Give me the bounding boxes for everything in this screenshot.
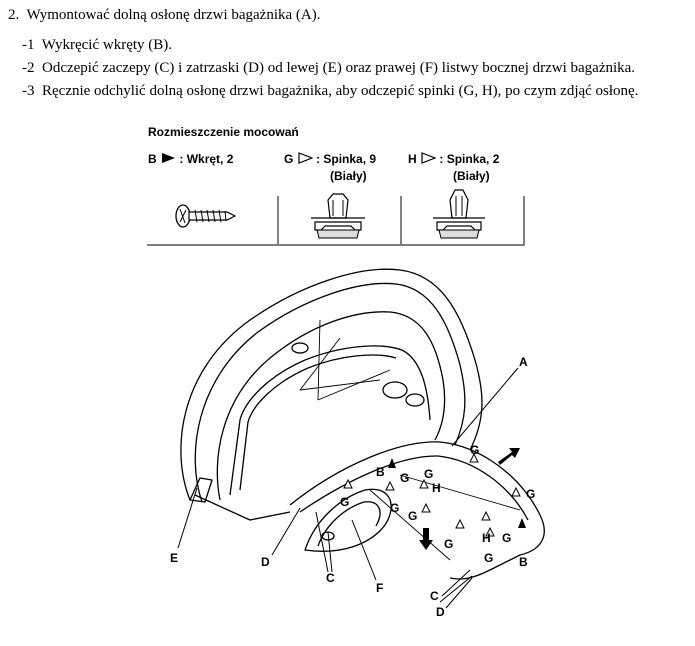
legend-item-b: B : Wkręt, 2 bbox=[148, 152, 233, 166]
callout-g: G bbox=[400, 471, 409, 485]
filled-triangle-icon bbox=[162, 153, 176, 163]
clip-g-icon bbox=[311, 193, 365, 239]
callout-d2: D bbox=[436, 605, 445, 619]
step-heading: 2. Wymontować dolną osłonę drzwi bagażni… bbox=[8, 7, 321, 24]
legend-item-g: G : Spinka, 9 bbox=[284, 152, 376, 166]
legend-desc: : Wkręt, 2 bbox=[179, 152, 234, 166]
clip-h-icon bbox=[433, 189, 485, 239]
callout-c2: C bbox=[430, 589, 439, 603]
callout-b2: B bbox=[376, 465, 385, 479]
callout-c: C bbox=[326, 571, 335, 585]
legend-letter: H bbox=[408, 152, 417, 166]
substep-number: -2 bbox=[22, 60, 35, 76]
outline-triangle-icon bbox=[421, 152, 437, 164]
callout-g: G bbox=[484, 551, 493, 565]
callout-b: B bbox=[519, 555, 528, 569]
step-number: 2. bbox=[8, 7, 20, 23]
substep-text: Wykręcić wkręty (B). bbox=[41, 37, 173, 53]
screw-icon bbox=[175, 204, 237, 228]
legend-box bbox=[147, 189, 525, 246]
callout-g: G bbox=[470, 443, 479, 457]
callout-g: G bbox=[340, 495, 349, 509]
legend-item-h: H : Spinka, 2 bbox=[408, 152, 499, 166]
substep-text: Odczepić zaczepy (C) i zatrzaski (D) od … bbox=[42, 60, 636, 76]
step-title: Wymontować dolną osłonę drzwi bagażnika … bbox=[26, 7, 321, 23]
callout-e: E bbox=[170, 551, 178, 565]
substep-1: -1 Wykręcić wkręty (B). bbox=[22, 37, 172, 54]
callout-h: H bbox=[432, 481, 441, 495]
legend-letter: G bbox=[284, 152, 294, 166]
tailgate-diagram: A E D C F C D B B G G G H G G G G G H G … bbox=[170, 268, 545, 619]
callout-g: G bbox=[502, 531, 511, 545]
callout-g: G bbox=[526, 487, 535, 501]
substep-text: Ręcznie odchylić dolną osłonę drzwi baga… bbox=[42, 83, 639, 99]
callout-d: D bbox=[261, 555, 270, 569]
callout-f: F bbox=[376, 581, 383, 595]
callout-g: G bbox=[424, 467, 433, 481]
callout-h: H bbox=[482, 531, 491, 545]
legend-sub-g: (Biały) bbox=[330, 169, 367, 183]
outline-triangle-icon bbox=[298, 152, 314, 164]
legend-desc: : Spinka, 2 bbox=[439, 152, 500, 166]
substep-2: -2 Odczepić zaczepy (C) i zatrzaski (D) … bbox=[22, 60, 635, 77]
callout-a: A bbox=[519, 355, 528, 369]
substep-number: -1 bbox=[22, 37, 35, 53]
legend-title: Rozmieszczenie mocowań bbox=[148, 125, 299, 139]
direction-arrows bbox=[419, 448, 520, 550]
callout-g: G bbox=[444, 537, 453, 551]
callout-labels: A E D C F C D B B G G G H G G G G G H G … bbox=[170, 355, 535, 619]
callout-g: G bbox=[390, 501, 399, 515]
callout-g: G bbox=[408, 509, 417, 523]
legend-letter: B bbox=[148, 152, 157, 166]
fastener-markers bbox=[343, 452, 526, 537]
substep-3: -3 Ręcznie odchylić dolną osłonę drzwi b… bbox=[22, 83, 638, 100]
legend-desc: : Spinka, 9 bbox=[316, 152, 377, 166]
legend-sub-h: (Biały) bbox=[453, 169, 490, 183]
substep-number: -3 bbox=[22, 83, 35, 99]
